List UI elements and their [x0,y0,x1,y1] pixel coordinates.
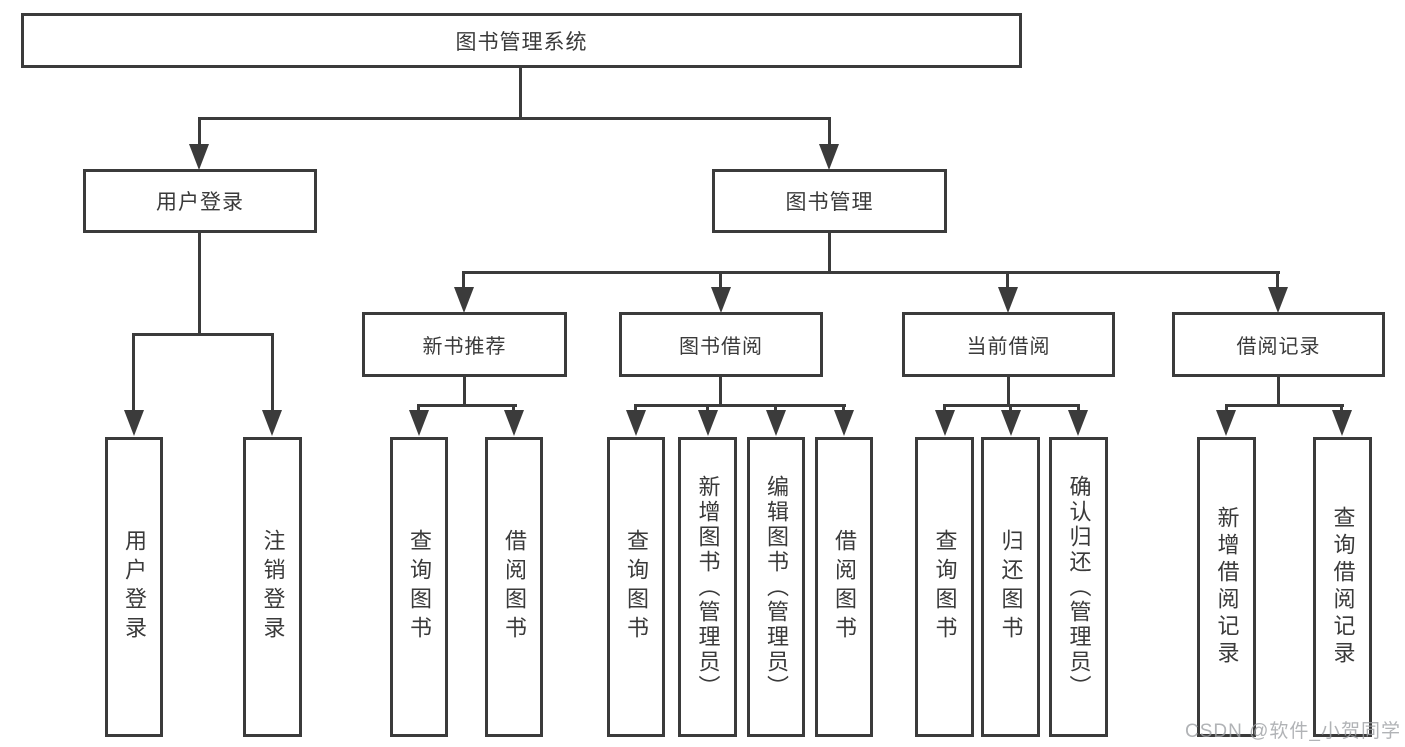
connector [1340,404,1343,413]
node-borrow-records-label: 借阅记录 [1236,336,1321,358]
connector [132,333,274,336]
leaf-add-borrow-record: 新增借阅记录 [1197,437,1256,737]
node-book-borrowing-label: 图书借阅 [679,336,763,358]
leaf-query-books-current: 查询图书 [915,437,974,737]
connector [828,233,831,273]
leaf-add-books-admin-label: 新增图书（管理员） [695,474,721,700]
connector [417,404,517,407]
arrowhead-icon [409,410,429,436]
connector [1276,271,1279,289]
connector [719,376,722,406]
arrowhead-icon [711,287,731,313]
connector [198,117,201,147]
leaf-logout: 注销登录 [243,437,302,737]
arrowhead-icon [698,410,718,436]
leaf-borrow-books-recommend-label: 借阅图书 [502,529,527,645]
connector [132,333,135,412]
leaf-query-books-recommend: 查询图书 [390,437,448,737]
leaf-confirm-return-admin-label: 确认归还（管理员） [1066,474,1092,700]
connector [462,271,465,289]
leaf-add-borrow-record-label: 新增借阅记录 [1214,506,1240,668]
leaf-logout-label: 注销登录 [260,529,286,645]
leaf-edit-books-admin: 编辑图书（管理员） [747,437,805,737]
leaf-query-books-borrowing: 查询图书 [607,437,665,737]
node-root-label: 图书管理系统 [455,30,588,54]
arrowhead-icon [998,287,1018,313]
connector [1009,404,1012,413]
leaf-edit-books-admin-label: 编辑图书（管理员） [764,474,789,700]
csdn-watermark: CSDN @软件_小贺同学 [1185,721,1401,742]
node-new-book-recommend: 新书推荐 [362,312,567,377]
node-book-management: 图书管理 [712,169,947,233]
arrowhead-icon [189,144,209,170]
arrowhead-icon [124,410,144,436]
leaf-user-login: 用户登录 [105,437,163,737]
leaf-borrow-books-borrowing: 借阅图书 [815,437,873,737]
arrowhead-icon [1001,410,1021,436]
arrowhead-icon [935,410,955,436]
connector [198,232,201,335]
leaf-query-borrow-record: 查询借阅记录 [1313,437,1372,737]
leaf-user-login-label: 用户登录 [122,529,147,645]
leaf-return-books-label: 归还图书 [998,529,1024,645]
leaf-return-books: 归还图书 [981,437,1040,737]
connector [774,404,777,413]
connector [1077,404,1080,413]
connector [198,117,831,120]
connector [719,271,722,289]
node-current-borrowing: 当前借阅 [902,312,1115,377]
node-user-login-label: 用户登录 [156,191,244,214]
leaf-add-books-admin: 新增图书（管理员） [678,437,737,737]
connector [1007,376,1010,406]
arrowhead-icon [1068,410,1088,436]
arrowhead-icon [262,410,282,436]
leaf-query-books-current-label: 查询图书 [932,529,958,645]
leaf-confirm-return-admin: 确认归还（管理员） [1049,437,1108,737]
node-book-management-label: 图书管理 [785,191,874,214]
node-root: 图书管理系统 [21,13,1022,68]
arrowhead-icon [1216,410,1236,436]
connector [1225,404,1228,413]
arrowhead-icon [766,410,786,436]
connector [462,271,1280,274]
leaf-query-borrow-record-label: 查询借阅记录 [1330,506,1356,668]
connector [417,404,420,413]
node-borrow-records: 借阅记录 [1172,312,1385,377]
leaf-query-books-borrowing-label: 查询图书 [624,529,649,645]
connector [512,404,515,413]
leaf-query-books-recommend-label: 查询图书 [407,529,432,645]
node-new-book-recommend-label: 新书推荐 [422,336,507,358]
arrowhead-icon [819,144,839,170]
leaf-borrow-books-borrowing-label: 借阅图书 [832,529,857,645]
arrowhead-icon [626,410,646,436]
connector [463,376,466,406]
node-book-borrowing: 图书借阅 [619,312,823,377]
connector [271,333,274,412]
connector [1006,271,1009,289]
arrowhead-icon [504,410,524,436]
leaf-borrow-books-recommend: 借阅图书 [485,437,543,737]
connector [1225,404,1344,407]
connector [828,117,831,147]
arrowhead-icon [834,410,854,436]
connector [634,404,846,407]
connector [943,404,946,413]
arrowhead-icon [1332,410,1352,436]
node-current-borrowing-label: 当前借阅 [966,336,1051,358]
connector [842,404,845,413]
node-user-login: 用户登录 [83,169,317,233]
connector [634,404,637,413]
connector [519,68,522,118]
connector [1277,376,1280,406]
arrowhead-icon [454,287,474,313]
connector [706,404,709,413]
arrowhead-icon [1268,287,1288,313]
